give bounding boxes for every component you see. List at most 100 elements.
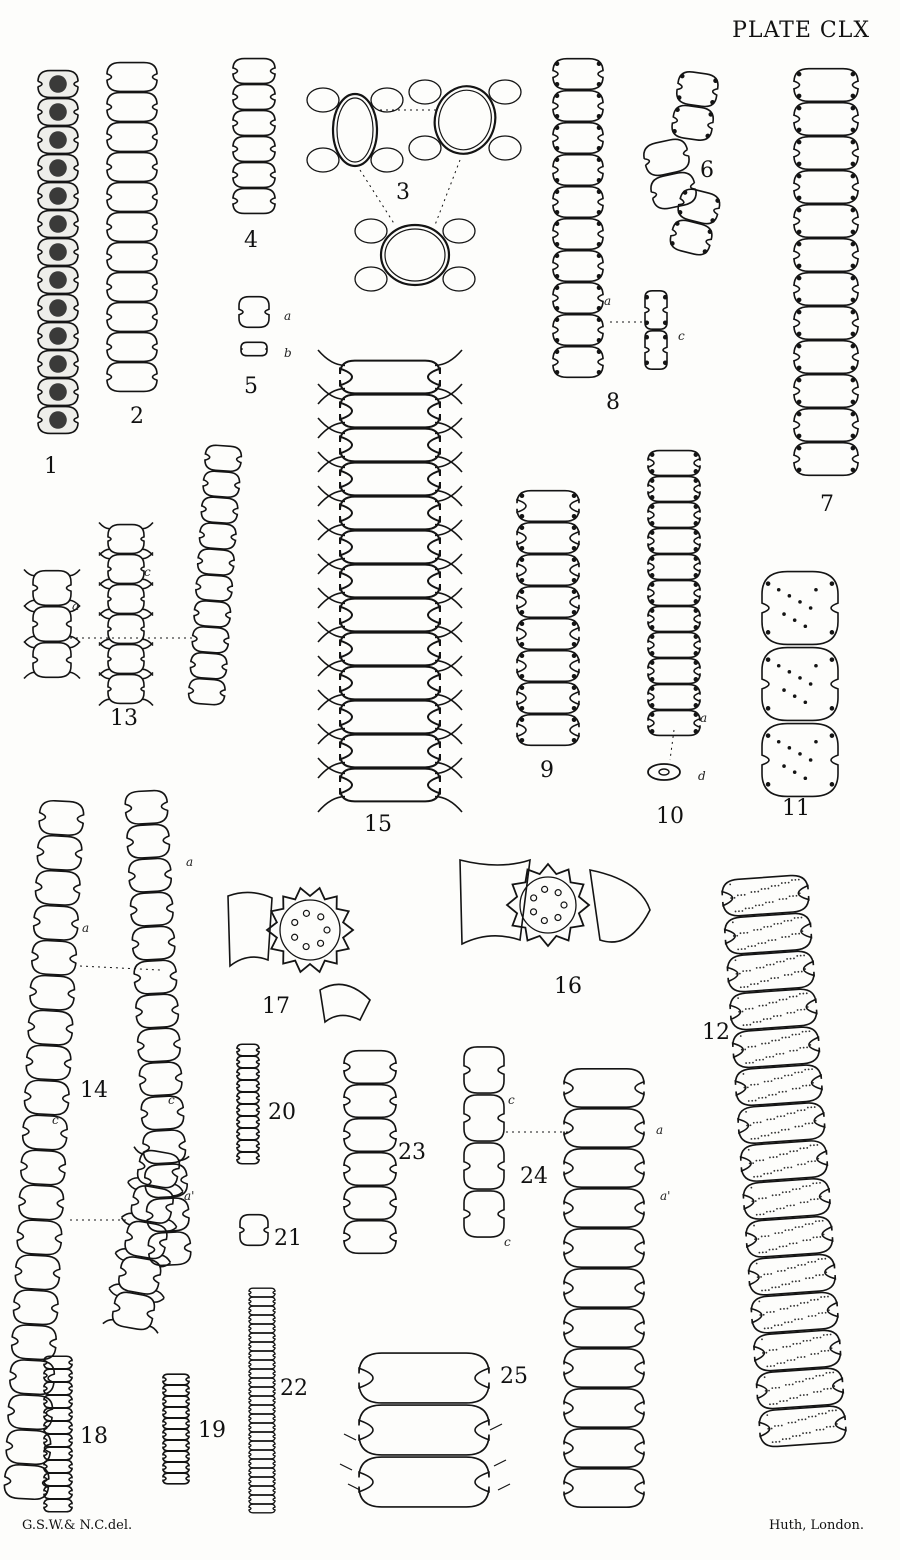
fig-15-filament-spine xyxy=(434,349,463,367)
fig-12-filament-stipple xyxy=(783,1307,785,1310)
fig-12-filament-stipple xyxy=(798,1380,801,1383)
fig-12-filament-stipple xyxy=(792,1242,795,1245)
fig-15-filament-spine xyxy=(434,485,463,503)
fig-12-filament-stipple xyxy=(764,887,766,890)
fig-11-filament-pore xyxy=(803,776,808,781)
fig-12-filament-stipple xyxy=(770,1132,773,1134)
fig-12-filament-stipple xyxy=(807,1261,810,1264)
fig-15-filament-spine xyxy=(317,591,346,609)
fig-12-filament-stipple xyxy=(778,1193,781,1196)
fig-8-filament-granule xyxy=(596,241,602,247)
fig-12-filament-stipple xyxy=(759,1213,762,1216)
fig-14-filament-left-cell xyxy=(38,799,85,836)
fig-22-filament-cell xyxy=(248,1305,276,1316)
fig-7-filament-granule xyxy=(796,127,802,133)
fig-7-filament-granule xyxy=(796,399,802,405)
fig-12-filament-stipple xyxy=(797,970,800,973)
fig-12-filament-stipple xyxy=(744,907,747,910)
fig-12-filament-stipple xyxy=(771,1387,774,1389)
fig-12-filament-stipple xyxy=(786,1359,789,1362)
fig-15-filament-spine xyxy=(434,693,463,711)
fig-8-filament-granule xyxy=(554,241,560,247)
fig-12-filament-stipple xyxy=(772,1248,774,1251)
fig-11-filament-granule xyxy=(829,733,835,738)
fig-12-filament-stipple xyxy=(780,1077,783,1080)
fig-12-filament-stipple xyxy=(811,1068,813,1071)
fig-7-filament-granule xyxy=(850,411,856,417)
fig-20-filament-cell xyxy=(236,1043,260,1057)
fig-15-filament-spine xyxy=(434,659,463,677)
fig-15-filament-spine xyxy=(317,689,346,707)
fig-10-filament-cell xyxy=(647,449,701,477)
fig-13-filament-tilted-cell xyxy=(200,496,239,524)
fig-12-filament-stipple xyxy=(782,960,785,963)
fig-12-filament-stipple xyxy=(737,948,740,951)
fig-12-filament-stipple xyxy=(768,1248,771,1251)
fig-15-filament-spine xyxy=(317,655,346,673)
fig-11-filament-pore xyxy=(808,758,813,762)
fig-12-filament-stipple xyxy=(798,1087,801,1090)
fig-12-filament-cell xyxy=(734,1064,823,1107)
fig-12-filament-stipple xyxy=(820,1350,823,1353)
fig-13a-filament-spine xyxy=(69,635,81,644)
fig-7-filament-granule xyxy=(796,433,802,439)
fig-12-filament-stipple xyxy=(759,1314,762,1316)
fig-14-filament-right-lower-spine xyxy=(108,1283,121,1289)
fig-8-filament-granule xyxy=(596,273,602,279)
fig-10-filament-granule xyxy=(649,686,655,691)
fig-14-filament-right-cell xyxy=(127,857,173,893)
fig-11-filament-granule xyxy=(829,630,835,635)
fig-7-filament-granule xyxy=(850,263,856,269)
fig-12-filament-stipple xyxy=(762,1018,765,1021)
fig-11-filament-cell xyxy=(761,570,839,646)
fig-15-filament-spine xyxy=(317,417,346,435)
figure-label-14: 14 xyxy=(80,1078,108,1103)
fig-12-filament-stipple xyxy=(832,1371,835,1374)
fig-12-filament-stipple xyxy=(733,896,736,899)
sub-label-5a: a xyxy=(284,309,292,323)
fig-12-filament-stipple xyxy=(770,885,773,887)
fig-12-filament-stipple xyxy=(766,1118,769,1121)
fig-12-filament-stipple xyxy=(773,1118,776,1120)
fig-12-filament-stipple xyxy=(794,1266,796,1269)
fig-12-filament-stipple xyxy=(777,1077,780,1080)
fig-8-filament-granule xyxy=(596,349,602,355)
fig-12-filament-stipple xyxy=(754,904,757,907)
fig-12-filament-stipple xyxy=(822,1428,825,1431)
fig-12-filament-stipple xyxy=(833,1385,836,1387)
figure-label-25: 25 xyxy=(500,1364,528,1389)
fig-6-filament-c-granule xyxy=(677,210,683,215)
fig-20-filament-cell xyxy=(236,1139,260,1153)
fig-10-filament-granule xyxy=(693,478,699,483)
fig-10-filament-granule xyxy=(693,599,699,604)
fig-8-filament-cell xyxy=(552,121,604,155)
fig-12-filament-stipple xyxy=(786,919,789,922)
fig-8c-side-view-granule xyxy=(662,320,668,326)
fig-15-filament-spine xyxy=(317,693,346,711)
fig-12-filament-stipple xyxy=(766,1365,769,1368)
fig-15-filament-spine xyxy=(317,723,346,741)
fig-12-filament-stipple xyxy=(786,1399,788,1402)
fig-12-filament-stipple xyxy=(760,1135,763,1137)
fig-12-filament-stipple xyxy=(765,1210,768,1213)
fig-12-filament-stipple xyxy=(805,1030,807,1033)
fig-12-filament-stipple xyxy=(756,1276,759,1279)
fig-12-filament-stipple xyxy=(806,1339,808,1342)
fig-12-filament-stipple xyxy=(764,1289,767,1292)
fig-12-filament-stipple xyxy=(775,1402,778,1405)
fig-12-filament-stipple xyxy=(792,1150,795,1153)
fig-16-zygospore-wart xyxy=(554,913,562,922)
fig-13c-filament-spine xyxy=(142,521,154,530)
fig-7-filament-granule xyxy=(850,433,856,439)
fig-12-filament-stipple xyxy=(776,922,779,925)
fig-12-filament-stipple xyxy=(812,1081,814,1084)
fig-12-filament-stipple xyxy=(809,1339,812,1342)
fig-12-filament-stipple xyxy=(788,1283,791,1285)
fig-3-connector-3 xyxy=(434,159,461,226)
fig-14-filament-left-cell xyxy=(20,1149,67,1186)
fig-12-filament-stipple xyxy=(752,1021,755,1024)
fig-12-filament-stipple xyxy=(758,1058,761,1061)
fig-1-filament-chloroplast xyxy=(49,215,67,233)
fig-12-filament-stipple xyxy=(794,1125,797,1128)
fig-14-filament-right-lower-cell xyxy=(136,1149,181,1189)
